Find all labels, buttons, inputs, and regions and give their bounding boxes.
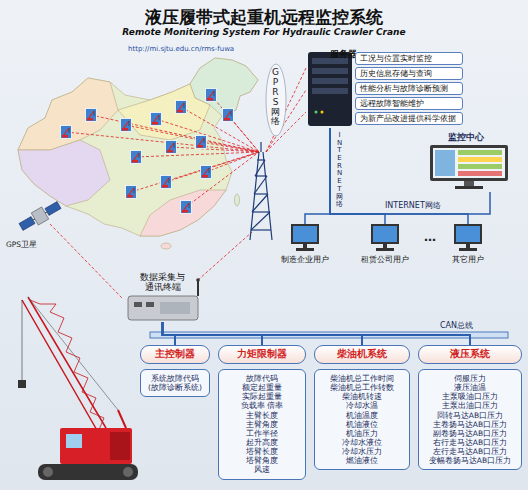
signal-name: 系统故障代码 (故障诊断系统) bbox=[147, 374, 203, 392]
monitor-center: 监控中心 bbox=[420, 130, 512, 192]
satellite-label: GPS卫星 bbox=[6, 240, 37, 250]
url-text: http://mi.sjtu.edu.cn/rms-fuwa bbox=[128, 45, 234, 53]
gprs-cloud bbox=[266, 64, 286, 136]
subsystem-heading: 柴油机系统 bbox=[314, 345, 410, 364]
signal-name: 机油压力 bbox=[318, 429, 406, 438]
subsystem-heading: 力矩限制器 bbox=[218, 345, 306, 364]
signal-name: 主臂长度 bbox=[222, 411, 302, 420]
signal-name: 主泵吸油口压力 bbox=[422, 392, 518, 401]
signal-name: 变幅卷扬马达AB口压力 bbox=[422, 456, 518, 465]
signal-name: 机油温度 bbox=[318, 411, 406, 420]
connector-line bbox=[330, 128, 385, 224]
diagram-title: 液压履带式起重机远程监控系统 bbox=[0, 6, 528, 29]
signal-name: 液压油温 bbox=[422, 383, 518, 392]
signal-name: 冷却水压力 bbox=[318, 447, 406, 456]
signal-name: 柴油机转速 bbox=[318, 392, 406, 401]
server-tower bbox=[308, 52, 352, 126]
subsystem-box: 柴油机系统柴油机总工作时间柴油机总工作转数柴油机转速冷却水温机油温度机油液位机油… bbox=[314, 345, 410, 470]
node-label: 制造企业用户 bbox=[275, 254, 335, 265]
signal-name: 塔臂长度 bbox=[222, 447, 302, 456]
function-item: 性能分析与故障诊断预测 bbox=[355, 82, 463, 95]
node-label: 其它用户 bbox=[440, 254, 496, 265]
function-item: 为新产品改进提供科学依据 bbox=[355, 112, 463, 125]
gps-satellite bbox=[17, 199, 62, 233]
node-heading: 服务器 bbox=[330, 48, 357, 61]
function-text: 工况与位置实时监控 bbox=[360, 54, 458, 63]
user-terminal: 租赁公司用户 bbox=[355, 224, 415, 268]
signal-name: 左行走马达AB口压力 bbox=[422, 447, 518, 456]
subsystem-box: 主控制器系统故障代码 (故障诊断系统) bbox=[140, 345, 210, 397]
crawler-crane bbox=[18, 297, 138, 480]
signal-name: 额定起重量 bbox=[222, 383, 302, 392]
connector-line bbox=[163, 322, 363, 345]
subsystem-body: 伺服压力液压油温主泵吸油口压力主泵出油口压力回转马达AB口压力主卷扬马达AB口压… bbox=[418, 369, 522, 470]
function-item: 历史信息存储与查询 bbox=[355, 67, 463, 80]
node-label: 监控中心 bbox=[420, 130, 512, 144]
function-item: 远程故障智能维护 bbox=[355, 97, 463, 110]
signal-name: 实际起重量 bbox=[222, 392, 302, 401]
subsystem-box: 液压系统伺服压力液压油温主泵吸油口压力主泵出油口压力回转马达AB口压力主卷扬马达… bbox=[418, 345, 522, 470]
signal-name: 回转马达AB口压力 bbox=[422, 411, 518, 420]
function-text: 远程故障智能维护 bbox=[360, 99, 458, 108]
signal-name: 工作半径 bbox=[222, 429, 302, 438]
function-text: 为新产品改进提供科学依据 bbox=[360, 114, 458, 123]
connector-line bbox=[305, 128, 330, 224]
node-label: 数据采集与通讯终端 bbox=[138, 272, 188, 292]
ellipsis-mark: … bbox=[424, 230, 436, 244]
signal-name: 冷却水温 bbox=[318, 401, 406, 410]
user-terminal: 其它用户 bbox=[440, 224, 496, 268]
signal-name: 伺服压力 bbox=[422, 374, 518, 383]
user-computers bbox=[291, 224, 482, 251]
subsystem-heading: 液压系统 bbox=[418, 345, 522, 364]
function-text: 性能分析与故障诊断预测 bbox=[360, 84, 458, 93]
crane-icons bbox=[61, 89, 234, 214]
signal-name: 主泵出油口压力 bbox=[422, 401, 518, 410]
signal-name: 副卷扬马达AB口压力 bbox=[422, 429, 518, 438]
signal-name: 右行走马达AB口压力 bbox=[422, 438, 518, 447]
signal-name: 主卷扬马达AB口压力 bbox=[422, 420, 518, 429]
network-label: INTERNET网络 bbox=[336, 132, 343, 209]
signal-name: 负载率 倍率 bbox=[222, 401, 302, 410]
data-terminal: 数据采集与通讯终端 bbox=[120, 270, 205, 322]
user-terminal: 制造企业用户 bbox=[275, 224, 335, 268]
subsystem-heading: 主控制器 bbox=[140, 345, 210, 364]
signal-name: 风速 bbox=[222, 465, 302, 474]
monitor-wall bbox=[430, 145, 508, 189]
signal-name: 主臂角度 bbox=[222, 420, 302, 429]
subsystem-body: 故障代码额定起重量实际起重量负载率 倍率主臂长度主臂角度工作半径起升高度塔臂长度… bbox=[218, 369, 306, 480]
china-map bbox=[18, 58, 258, 249]
network-label: INTERNET网络 bbox=[385, 200, 441, 211]
node-label: 租赁公司用户 bbox=[355, 254, 415, 265]
signal-name: 故障代码 bbox=[222, 374, 302, 383]
signal-name: 冷却水液位 bbox=[318, 438, 406, 447]
subtitle: Remote Monitering System For Hydraulic C… bbox=[0, 27, 528, 37]
function-text: 历史信息存储与查询 bbox=[360, 69, 458, 78]
connector-line bbox=[163, 322, 176, 345]
signal-name: 起升高度 bbox=[222, 438, 302, 447]
gprs-tower bbox=[250, 142, 272, 240]
subsystem-body: 系统故障代码 (故障诊断系统) bbox=[140, 369, 210, 397]
function-item: 工况与位置实时监控 bbox=[355, 52, 463, 65]
signal-name: 柴油机总工作转数 bbox=[318, 383, 406, 392]
signal-name: 柴油机总工作时间 bbox=[318, 374, 406, 383]
network-label: GPRS网络 bbox=[271, 68, 280, 127]
subsystem-box: 力矩限制器故障代码额定起重量实际起重量负载率 倍率主臂长度主臂角度工作半径起升高… bbox=[218, 345, 306, 480]
signal-name: 机油液位 bbox=[318, 420, 406, 429]
connector-line bbox=[163, 322, 263, 345]
subsystem-body: 柴油机总工作时间柴油机总工作转数柴油机转速冷却水温机油温度机油液位机油压力冷却水… bbox=[314, 369, 410, 470]
connector-line bbox=[330, 128, 468, 224]
signal-name: 燃油液位 bbox=[318, 456, 406, 465]
server-group: 服务器工况与位置实时监控历史信息存储与查询性能分析与故障诊断预测远程故障智能维护… bbox=[300, 42, 465, 128]
bus-label: CAN总线 bbox=[440, 320, 473, 331]
connector-line bbox=[163, 322, 471, 345]
signal-name: 塔臂角度 bbox=[222, 456, 302, 465]
